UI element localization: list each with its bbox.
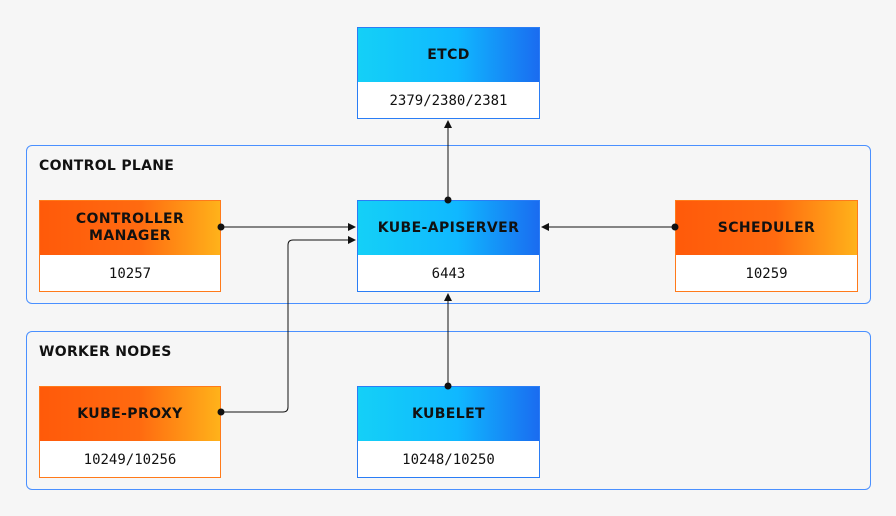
worker-nodes-title: WORKER NODES	[39, 344, 172, 360]
etcd-name: ETCD	[358, 28, 539, 82]
edge-kube-proxy-to-apiserver	[221, 236, 356, 413]
edge-scheduler-origin	[671, 223, 679, 231]
kube-apiserver-node: KUBE-APISERVER 6443	[357, 200, 540, 292]
edge-controller-manager-origin	[217, 223, 225, 231]
kube-proxy-ports: 10249/10256	[83, 451, 177, 468]
controller-manager-ports: 10257	[108, 265, 152, 282]
controller-manager-node: CONTROLLER MANAGER 10257	[39, 200, 221, 292]
edge-apiserver-to-etcd-origin	[444, 196, 452, 204]
etcd-ports: 2379/2380/2381	[389, 92, 508, 109]
kube-apiserver-name: KUBE-APISERVER	[358, 201, 539, 255]
kube-apiserver-ports: 6443	[431, 265, 466, 282]
controller-manager-name: CONTROLLER MANAGER	[40, 201, 220, 255]
kubelet-node: KUBELET 10248/10250	[357, 386, 540, 478]
scheduler-node: SCHEDULER 10259	[675, 200, 858, 292]
edge-kubelet-origin	[444, 382, 452, 390]
kube-proxy-node: KUBE-PROXY 10249/10256	[39, 386, 221, 478]
scheduler-name: SCHEDULER	[676, 201, 857, 255]
scheduler-ports: 10259	[745, 265, 788, 282]
kube-proxy-name: KUBE-PROXY	[40, 387, 220, 441]
kubelet-ports: 10248/10250	[402, 451, 495, 468]
control-plane-title: CONTROL PLANE	[39, 158, 175, 174]
kubelet-name: KUBELET	[358, 387, 539, 441]
etcd-node: ETCD 2379/2380/2381	[357, 27, 540, 119]
edge-kube-proxy-origin	[217, 408, 225, 416]
